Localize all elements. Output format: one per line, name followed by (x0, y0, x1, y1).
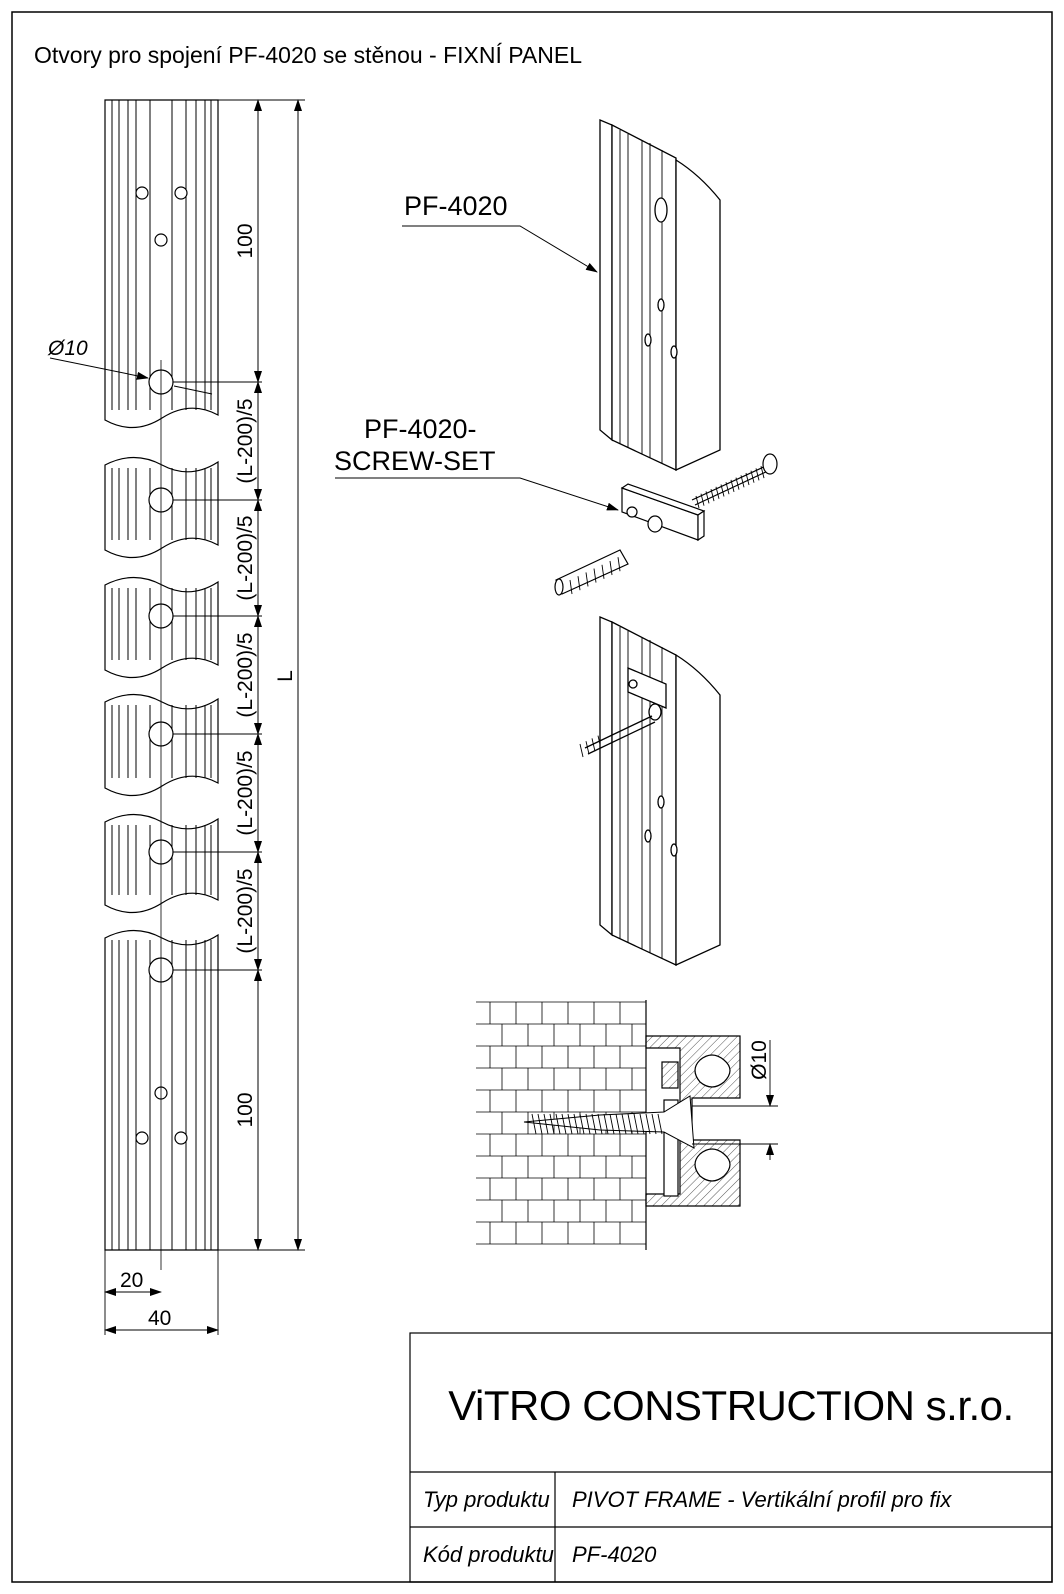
product-type-value: PIVOT FRAME - Vertikální profil pro fix (572, 1487, 952, 1512)
callout-profile-leader (402, 225, 598, 273)
screw-set-exploded (554, 453, 778, 596)
profile-grooves (111, 100, 212, 1250)
dim-total-length: L (274, 670, 297, 682)
dim-top-100: 100 (234, 223, 257, 258)
dim-half-width: 20 (120, 1269, 143, 1292)
section-screw-threads (531, 1113, 663, 1135)
dim-width: 40 (148, 1307, 171, 1330)
section-hole-diameter: Ø10 (748, 1040, 771, 1080)
brick-wall-pattern (476, 1001, 646, 1245)
profile-holes (135, 186, 188, 1145)
company-name: ViTRO CONSTRUCTION s.r.o. (448, 1382, 1013, 1429)
profile-front-view (104, 99, 219, 1251)
extension-lines (104, 99, 305, 1335)
dimension-lines (49, 99, 302, 1334)
title-block (409, 1332, 1053, 1583)
dim-bottom-100: 100 (234, 1092, 257, 1127)
dim-segment-1: (L-200)/5 (234, 398, 257, 483)
sheet-title: Otvory pro spojení PF-4020 se stěnou - F… (34, 42, 582, 68)
product-code-value: PF-4020 (572, 1542, 657, 1567)
callout-profile-label: PF-4020 (404, 191, 508, 221)
dim-segment-5: (L-200)/5 (234, 868, 257, 953)
section-dimension (692, 1040, 778, 1160)
dim-hole-diameter: Ø10 (47, 337, 88, 360)
product-type-label: Typ produktu (423, 1487, 550, 1512)
callout-screwset-line1: PF-4020- (364, 414, 477, 444)
callout-screwset-line2: SCREW-SET (334, 446, 496, 476)
section-screw (523, 1095, 695, 1149)
profile-isometric-mounted (584, 616, 721, 967)
callout-screwset-leader (335, 477, 619, 511)
profile-isometric-upper (599, 119, 721, 472)
dim-segment-2: (L-200)/5 (234, 515, 257, 600)
product-code-label: Kód produktu (423, 1542, 554, 1567)
dim-segment-3: (L-200)/5 (234, 632, 257, 717)
dim-segment-4: (L-200)/5 (234, 750, 257, 835)
